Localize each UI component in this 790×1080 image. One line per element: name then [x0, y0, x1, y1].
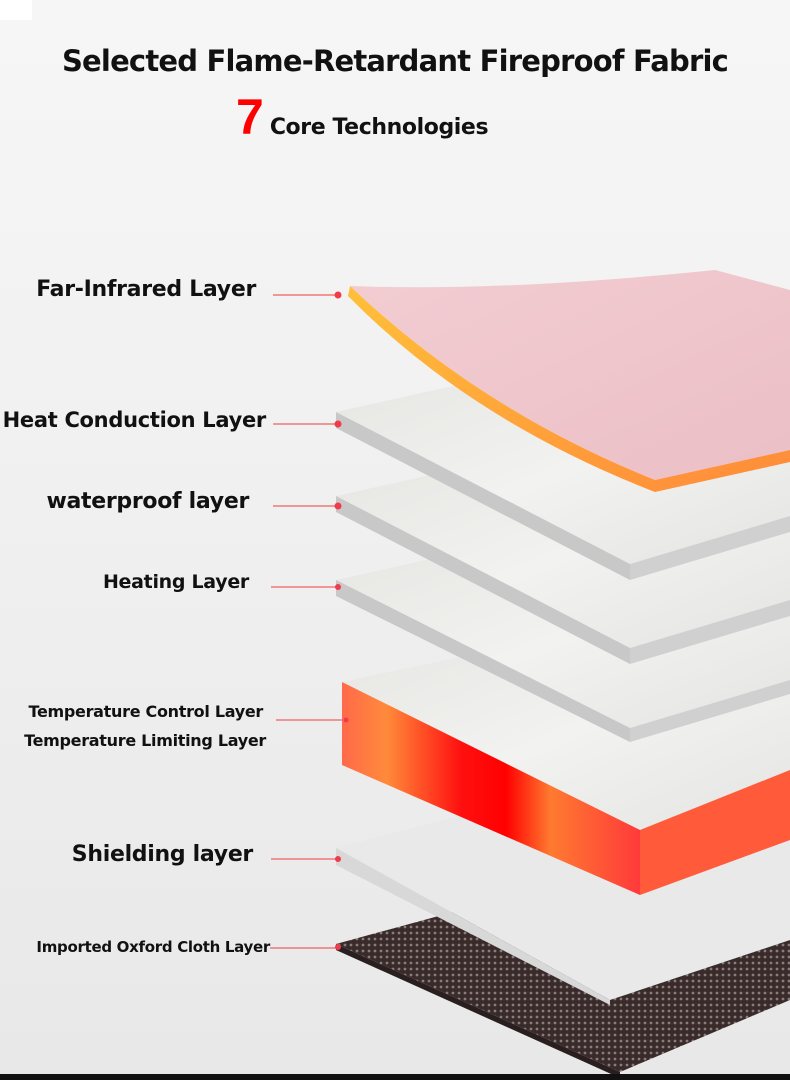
label-heating-layer: Heating Layer — [102, 571, 249, 593]
corner-patch — [0, 0, 32, 20]
label-oxford-cloth-layer: Imported Oxford Cloth Layer — [36, 938, 270, 956]
far-infrared-layer — [348, 270, 790, 492]
label-temperature-control-layer: Temperature Control Layer — [28, 702, 263, 721]
technology-count-label: Core Technologies — [269, 115, 489, 140]
technology-count: 7 — [236, 89, 264, 145]
label-shielding-layer: Shielding layer — [71, 842, 254, 867]
leader-lines — [270, 291, 349, 950]
label-temperature-limiting-layer: Temperature Limiting Layer — [24, 731, 266, 750]
label-far-infrared-layer: Far-Infrared Layer — [36, 277, 256, 302]
bottom-bar — [0, 1074, 790, 1080]
page-title: Selected Flame-Retardant Fireproof Fabri… — [61, 44, 729, 78]
label-waterproof-layer: waterproof layer — [46, 489, 249, 514]
label-heat-conduction-layer: Heat Conduction Layer — [2, 408, 267, 432]
